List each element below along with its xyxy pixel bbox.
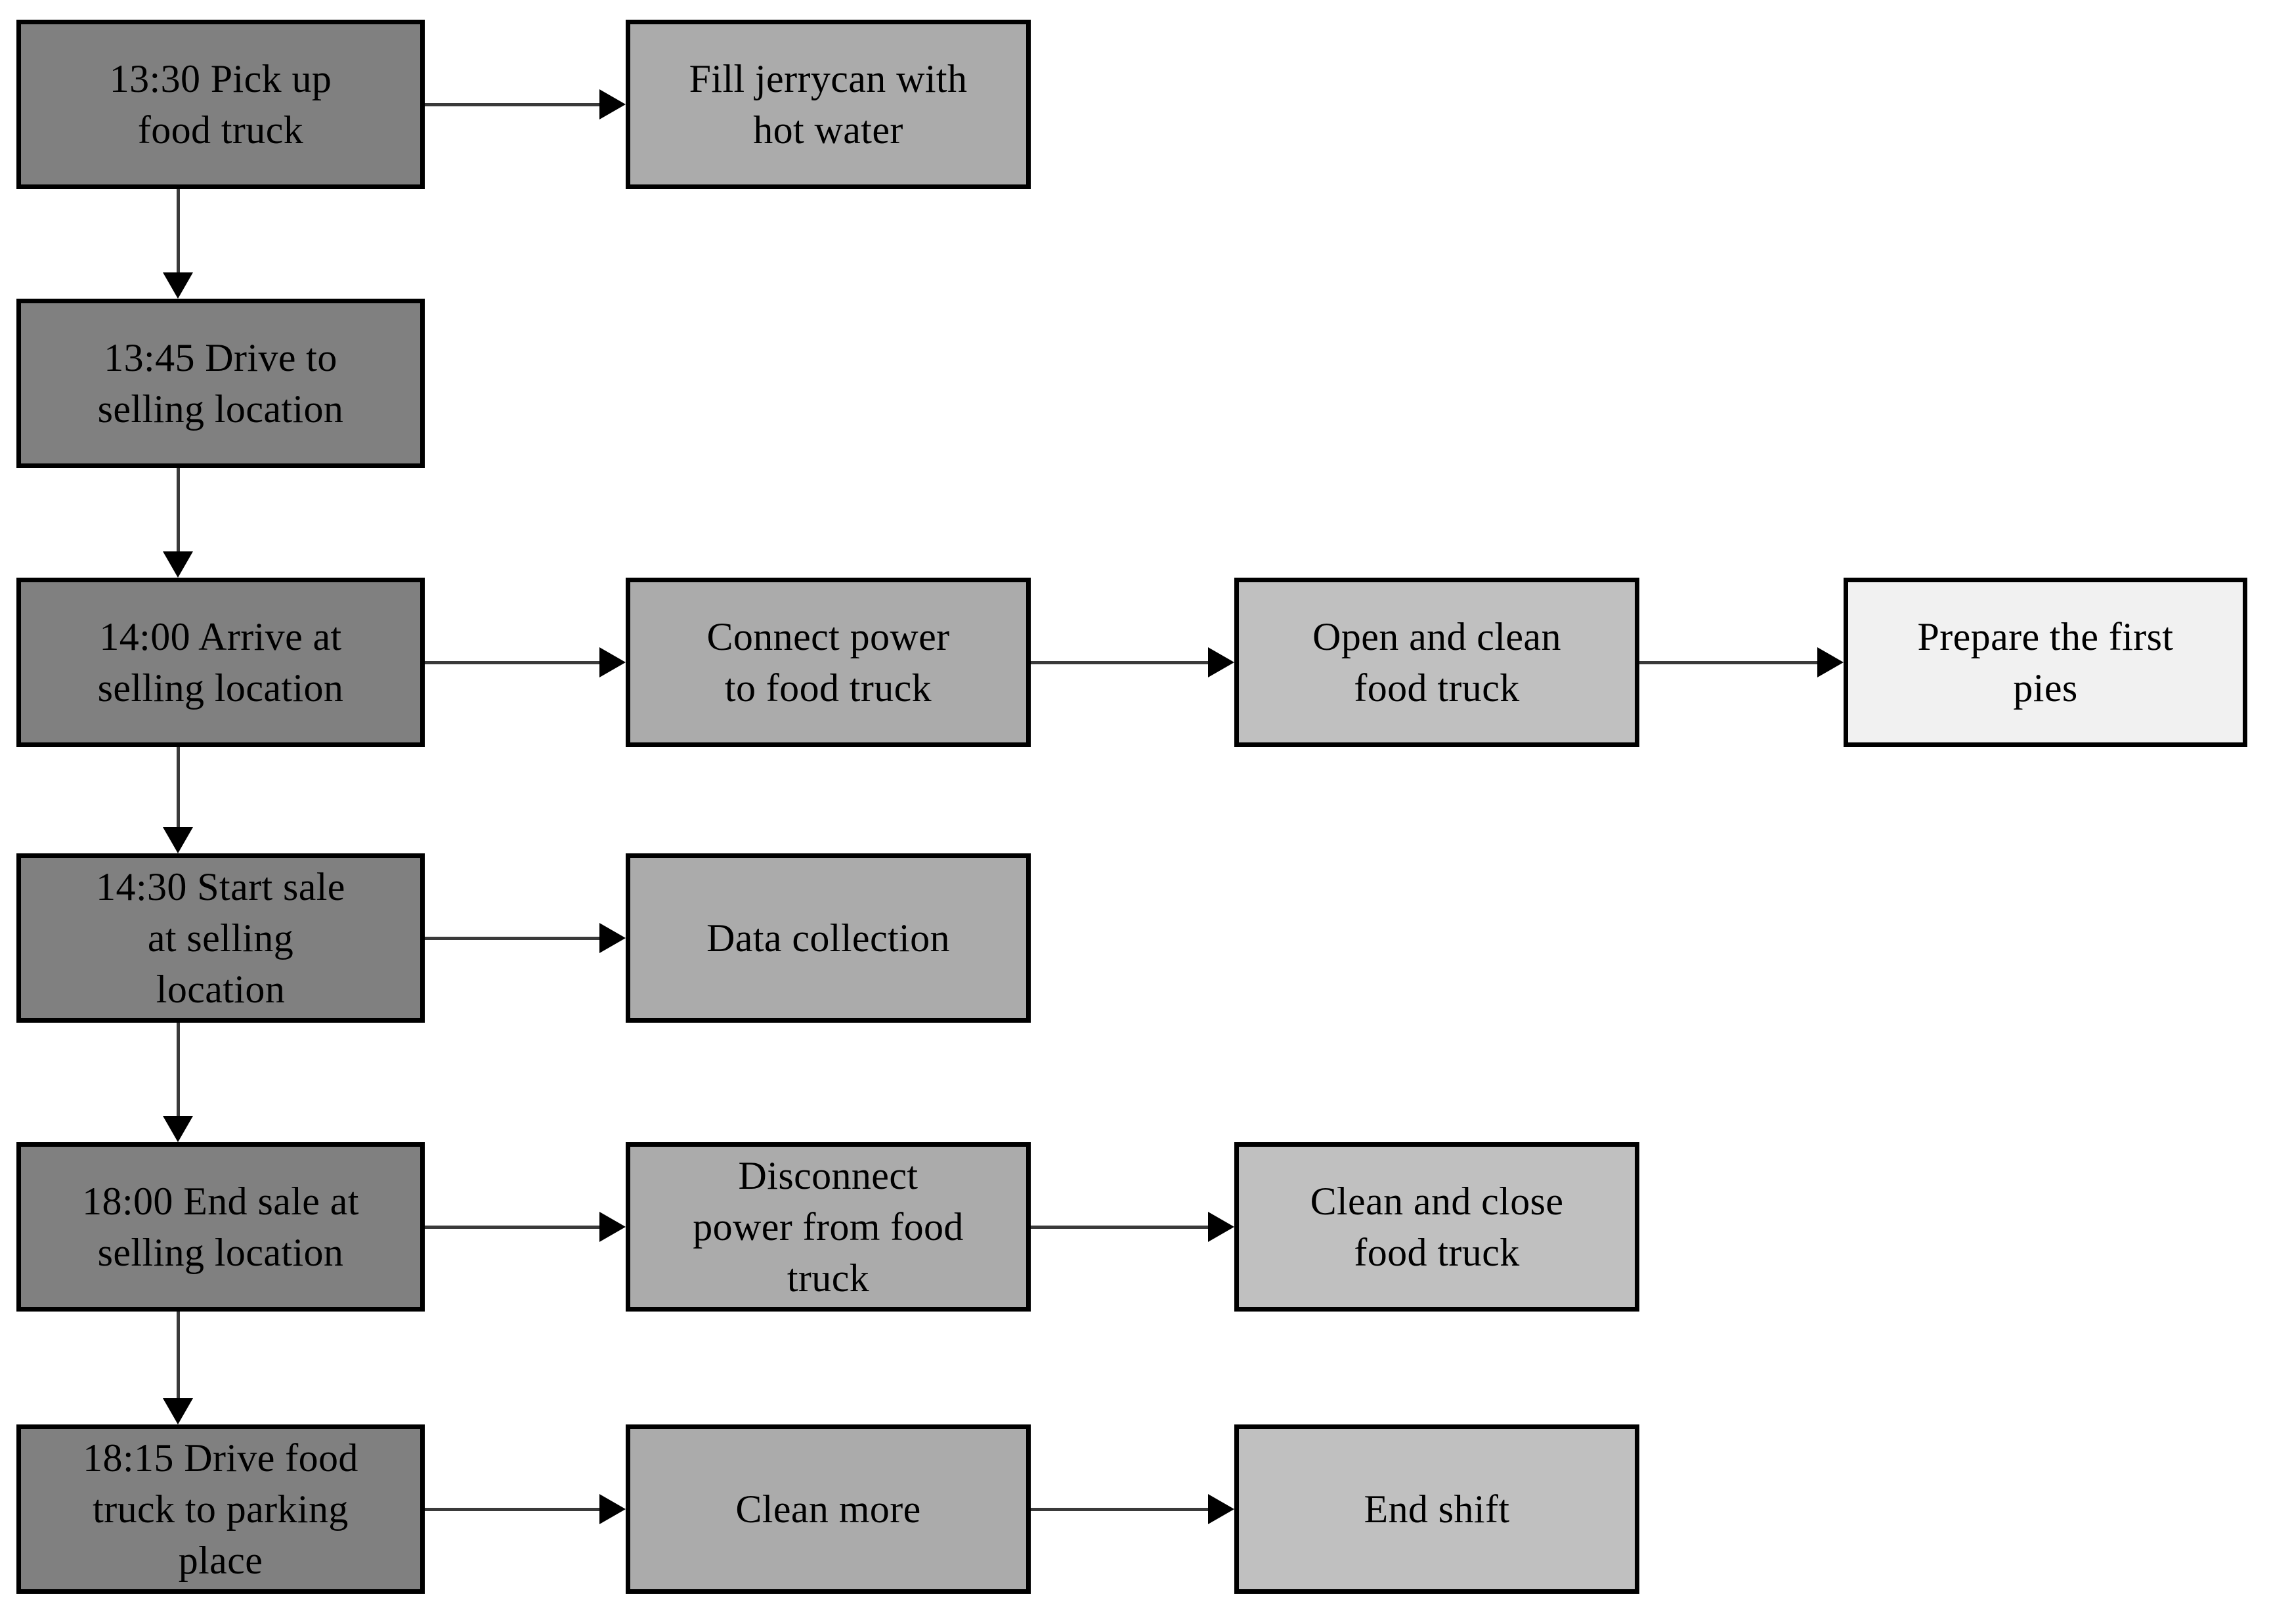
flow-node-n5c2[interactable]: Disconnect power from food truck bbox=[626, 1142, 1031, 1312]
arrowhead-right-icon bbox=[1817, 647, 1844, 677]
flow-node-n4c1[interactable]: 14:30 Start sale at selling location bbox=[16, 853, 425, 1023]
arrowhead-down-icon bbox=[163, 827, 193, 853]
flow-node-n6c2[interactable]: Clean more bbox=[626, 1424, 1031, 1594]
flow-node-n1c2[interactable]: Fill jerrycan with hot water bbox=[626, 20, 1031, 189]
flow-node-n6c3[interactable]: End shift bbox=[1234, 1424, 1639, 1594]
connector-line bbox=[177, 468, 180, 555]
connector-line bbox=[425, 937, 603, 940]
connector-line bbox=[177, 747, 180, 831]
connector-line bbox=[177, 1312, 180, 1402]
flow-node-n2c1[interactable]: 13:45 Drive to selling location bbox=[16, 299, 425, 468]
arrowhead-down-icon bbox=[163, 1116, 193, 1142]
flow-node-n3c4[interactable]: Prepare the first pies bbox=[1844, 578, 2247, 747]
connector-line bbox=[425, 1508, 603, 1511]
arrowhead-right-icon bbox=[599, 1212, 626, 1242]
arrowhead-right-icon bbox=[599, 89, 626, 119]
arrowhead-right-icon bbox=[1208, 647, 1234, 677]
arrowhead-down-icon bbox=[163, 272, 193, 299]
arrowhead-right-icon bbox=[599, 923, 626, 953]
connector-line bbox=[425, 103, 603, 106]
arrowhead-right-icon bbox=[1208, 1494, 1234, 1524]
flow-node-n3c3[interactable]: Open and clean food truck bbox=[1234, 578, 1639, 747]
connector-line bbox=[177, 1023, 180, 1120]
flow-node-n1c1[interactable]: 13:30 Pick up food truck bbox=[16, 20, 425, 189]
connector-line bbox=[1031, 661, 1212, 664]
arrowhead-right-icon bbox=[599, 1494, 626, 1524]
arrowhead-right-icon bbox=[599, 647, 626, 677]
flow-node-n6c1[interactable]: 18:15 Drive food truck to parking place bbox=[16, 1424, 425, 1594]
connector-line bbox=[177, 189, 180, 276]
arrowhead-down-icon bbox=[163, 551, 193, 578]
arrowhead-down-icon bbox=[163, 1398, 193, 1424]
connector-line bbox=[1031, 1508, 1212, 1511]
connector-line bbox=[1639, 661, 1821, 664]
flow-node-n4c2[interactable]: Data collection bbox=[626, 853, 1031, 1023]
connector-line bbox=[1031, 1226, 1212, 1229]
arrowhead-right-icon bbox=[1208, 1212, 1234, 1242]
connector-line bbox=[425, 1226, 603, 1229]
flow-node-n3c1[interactable]: 14:00 Arrive at selling location bbox=[16, 578, 425, 747]
flow-node-n5c1[interactable]: 18:00 End sale at selling location bbox=[16, 1142, 425, 1312]
connector-line bbox=[425, 661, 603, 664]
flow-node-n5c3[interactable]: Clean and close food truck bbox=[1234, 1142, 1639, 1312]
flow-node-n3c2[interactable]: Connect power to food truck bbox=[626, 578, 1031, 747]
